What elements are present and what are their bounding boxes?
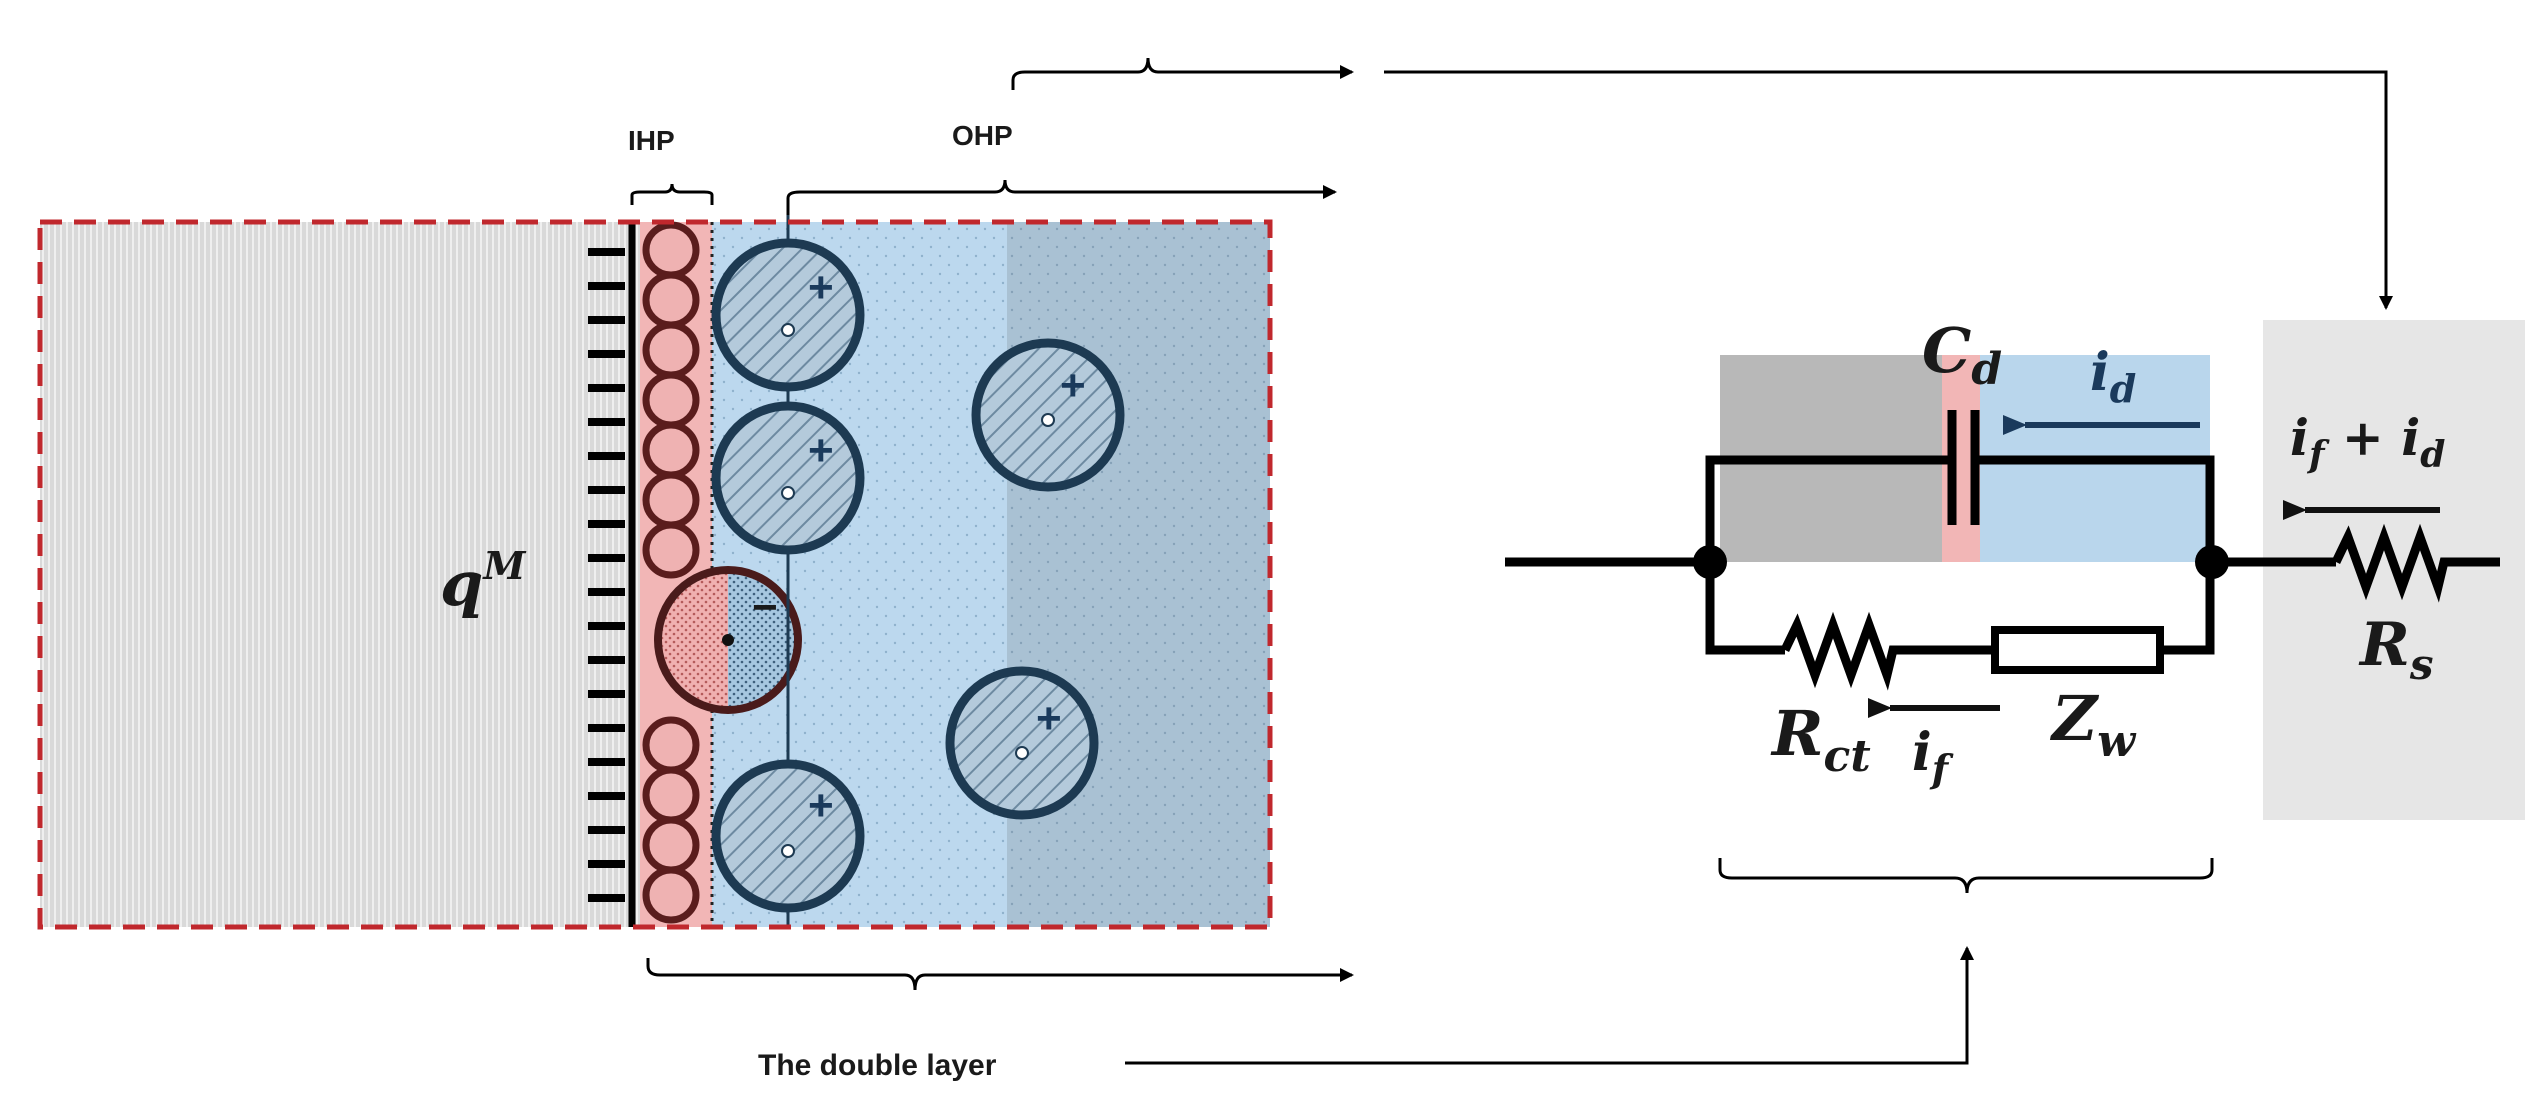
left-node: [1693, 545, 1727, 579]
svg-text:+: +: [1036, 694, 1062, 743]
cd-label: Cd: [1922, 314, 2002, 395]
rct-label: Rct: [1770, 697, 1871, 782]
cation: +: [711, 401, 865, 555]
id-label: id: [2090, 342, 2136, 411]
cation: +: [711, 759, 865, 913]
circuit-wires: [1505, 410, 2500, 691]
charge-label: qM: [440, 543, 526, 620]
svg-text:+: +: [1060, 361, 1086, 410]
region-border: [37, 219, 1273, 930]
rct-resistor: [1780, 611, 1995, 691]
top-bracket: [1011, 57, 1354, 90]
double-layer-bracket: [646, 958, 1354, 991]
adsorbed-molecules: [642, 221, 700, 924]
ihp-bracket: [630, 183, 714, 205]
circuit-bracket: [1718, 858, 2214, 894]
cation: +: [945, 666, 1099, 820]
svg-text:+: +: [808, 426, 834, 475]
svg-text:+: +: [808, 781, 834, 830]
adsorbed-anion: −: [654, 566, 802, 714]
if-id-label: if + id: [2290, 408, 2445, 476]
metal-electrode: [40, 222, 640, 927]
minus-sign: −: [752, 583, 778, 632]
rs-label: Rs: [2358, 610, 2434, 689]
cation: +: [711, 238, 865, 392]
ohp-label: OHP: [952, 120, 1013, 151]
ihp-label: IHP: [628, 125, 675, 156]
warburg-element: [1991, 626, 2164, 674]
connector-to-circuit: [1125, 946, 1974, 1065]
connector-to-rs: [1384, 70, 2393, 310]
double-layer-label: The double layer: [758, 1049, 997, 1082]
zw-label: Zw: [2049, 682, 2137, 767]
svg-text:+: +: [808, 263, 834, 312]
surface-charges: [588, 248, 625, 902]
ohp-bracket: [786, 179, 1337, 215]
solvated-cations-ohp: + + +: [711, 238, 865, 913]
diffuse-cations: + +: [945, 338, 1125, 820]
if-label: if: [1912, 722, 1954, 791]
cation: +: [971, 338, 1125, 492]
rs-resistor: [2331, 523, 2500, 603]
right-node: [2195, 545, 2229, 579]
